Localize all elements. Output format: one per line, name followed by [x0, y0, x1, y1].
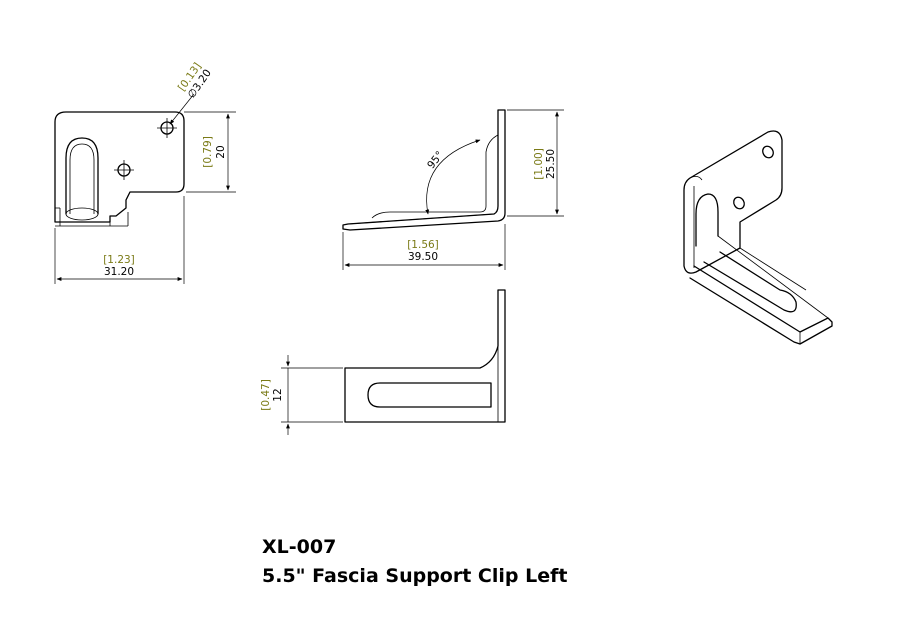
front-height-mm: 20 — [215, 145, 227, 158]
dim-front-width: [1.23] 31.20 — [54, 196, 185, 284]
iso-vertical-plate — [683, 130, 783, 274]
side-view: 95° — [342, 109, 506, 231]
top-view — [344, 289, 506, 423]
top-view-outline — [344, 289, 506, 423]
isometric-view — [683, 130, 833, 345]
iso-hole-1 — [762, 145, 774, 159]
angle-label: 95° — [425, 149, 446, 171]
side-height-in: [1.00] — [533, 148, 545, 180]
side-view-outline — [342, 109, 506, 231]
dim-side-length: [1.56] 39.50 — [342, 224, 506, 270]
front-width-mm: 31.20 — [104, 266, 134, 278]
front-view-outline — [54, 111, 185, 223]
side-height-mm: 25.50 — [545, 149, 557, 179]
top-width-mm: 12 — [272, 388, 284, 401]
iso-horizontal-plate — [689, 265, 833, 345]
front-height-in: [0.79] — [202, 136, 214, 168]
front-width-in: [1.23] — [103, 254, 135, 266]
front-view — [54, 93, 195, 227]
side-length-in: [1.56] — [407, 239, 439, 251]
iso-hole-2 — [733, 196, 745, 210]
front-view-slot — [65, 137, 99, 215]
top-width-in: [0.47] — [260, 379, 272, 411]
dim-hole: [0.13] ∅3.20 — [176, 61, 214, 101]
top-view-slot — [367, 382, 492, 408]
dim-front-height: [0.79] 20 — [184, 111, 236, 193]
side-length-mm: 39.50 — [408, 251, 438, 263]
part-number: XL-007 — [262, 536, 337, 558]
dim-top-width: [0.47] 12 — [260, 355, 343, 435]
part-name: 5.5" Fascia Support Clip Left — [262, 565, 568, 587]
dim-side-height: [1.00] 25.50 — [507, 109, 564, 217]
